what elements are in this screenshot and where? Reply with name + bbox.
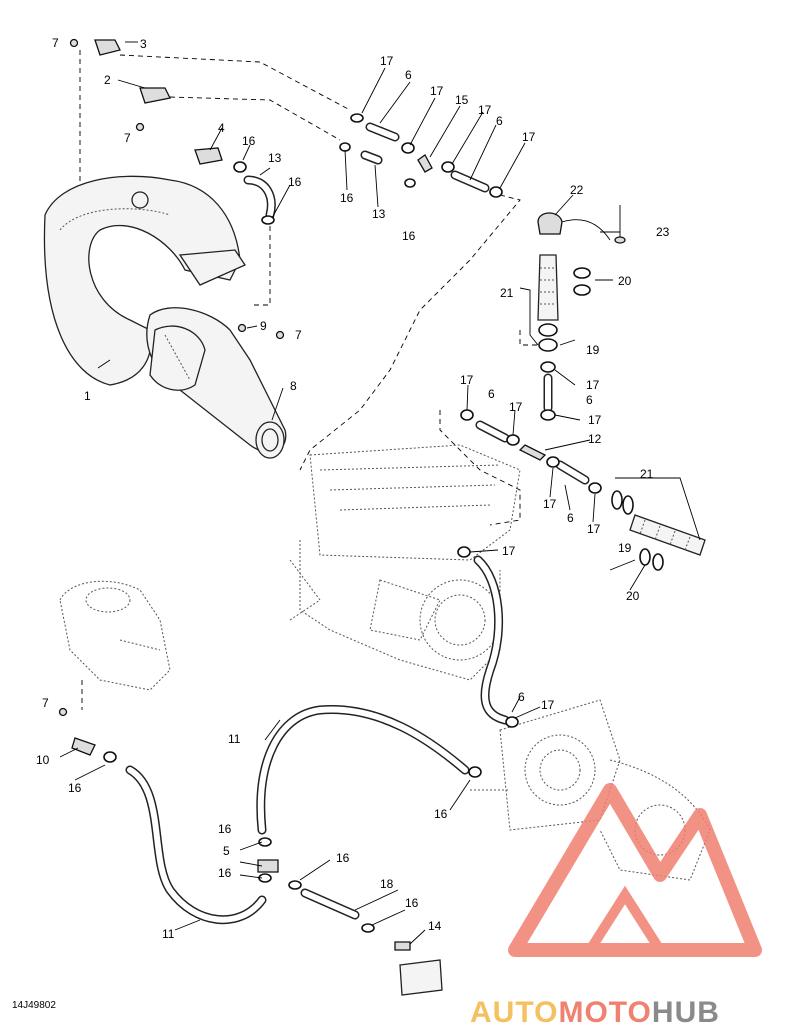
callout-17: 17 — [587, 522, 601, 536]
fittings — [58, 38, 626, 996]
callout-21: 21 — [500, 286, 514, 300]
callout-6: 6 — [405, 68, 412, 82]
callout-18: 18 — [380, 877, 394, 891]
callout-11: 11 — [228, 732, 241, 746]
callout-4: 4 — [218, 121, 225, 135]
callout-19: 19 — [586, 343, 600, 357]
callout-1: 1 — [84, 389, 91, 403]
exhaust-pipe — [43, 175, 287, 459]
callout-17: 17 — [588, 413, 602, 427]
callout-5: 5 — [223, 844, 230, 858]
callout-6: 6 — [586, 393, 593, 407]
callout-16: 16 — [242, 134, 256, 148]
callout-19: 19 — [618, 541, 632, 555]
callout-16: 16 — [68, 781, 82, 795]
callout-17: 17 — [430, 84, 444, 98]
callout-7: 7 — [295, 328, 302, 342]
callout-17: 17 — [509, 400, 523, 414]
callout-16: 16 — [288, 175, 302, 189]
callout-numbers: 7 3 2 7 4 16 13 16 9 7 1 8 17 6 17 15 17… — [36, 36, 670, 941]
callout-6: 6 — [488, 387, 495, 401]
callout-17: 17 — [478, 103, 492, 117]
callout-7: 7 — [52, 36, 59, 50]
watermark-word-auto: AUTO — [470, 996, 559, 1029]
callout-16: 16 — [336, 851, 350, 865]
callout-8: 8 — [290, 379, 297, 393]
callout-20: 20 — [618, 274, 632, 288]
outlet-fitting — [537, 254, 706, 556]
callout-10: 10 — [36, 753, 50, 767]
callout-13: 13 — [372, 207, 386, 221]
callout-16: 16 — [434, 807, 448, 821]
callout-16: 16 — [405, 896, 419, 910]
callout-17: 17 — [380, 54, 394, 68]
callout-17: 17 — [541, 698, 555, 712]
callout-17: 17 — [543, 497, 557, 511]
callout-17: 17 — [522, 130, 536, 144]
callout-2: 2 — [104, 73, 111, 87]
callout-12: 12 — [588, 432, 602, 446]
watermark-logo-icon — [508, 783, 762, 957]
callout-16: 16 — [340, 191, 354, 205]
watermark-text: AUTOMOTOHUB — [470, 996, 720, 1030]
assembly-dashed-lines — [79, 50, 540, 710]
watermark-word-moto: MOTO — [558, 996, 652, 1029]
callout-22: 22 — [570, 183, 584, 197]
callout-16: 16 — [218, 822, 232, 836]
callout-14: 14 — [428, 919, 442, 933]
callout-17: 17 — [502, 544, 516, 558]
clamps — [103, 113, 664, 933]
hoses — [125, 122, 590, 925]
callout-7: 7 — [42, 696, 49, 710]
callout-6: 6 — [567, 511, 574, 525]
callout-9: 9 — [260, 319, 267, 333]
callout-7: 7 — [124, 131, 131, 145]
callout-23: 23 — [656, 225, 670, 239]
callout-11: 11 — [162, 927, 175, 941]
watermark-brand: AUTOMOTOHUB — [470, 950, 795, 1030]
callout-6: 6 — [518, 690, 525, 704]
callout-3: 3 — [140, 37, 147, 51]
drawing-code: 14J49802 — [12, 1000, 56, 1011]
callout-16: 16 — [402, 229, 416, 243]
callout-16: 16 — [218, 866, 232, 880]
callout-17: 17 — [460, 373, 474, 387]
callout-15: 15 — [455, 93, 469, 107]
watermark-word-hub: HUB — [651, 996, 720, 1029]
callout-17: 17 — [586, 378, 600, 392]
callout-6: 6 — [496, 114, 503, 128]
callout-21: 21 — [640, 467, 654, 481]
callout-13: 13 — [268, 151, 282, 165]
callout-20: 20 — [626, 589, 640, 603]
pump-housing-left — [59, 580, 171, 691]
leader-lines — [59, 41, 701, 945]
